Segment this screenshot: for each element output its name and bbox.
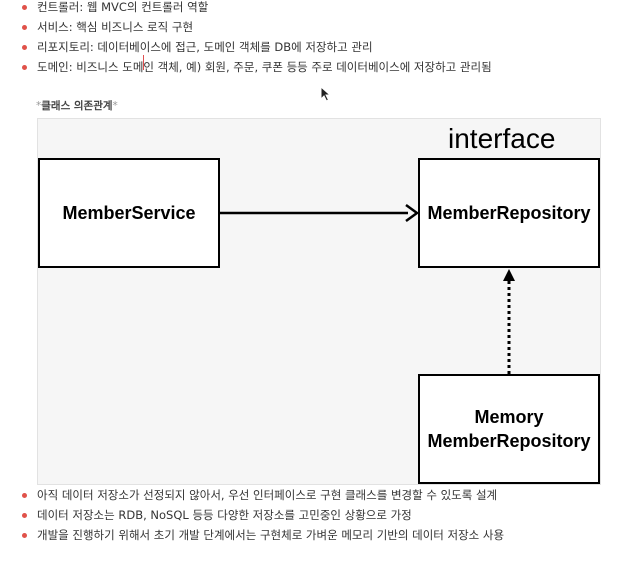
caption-prefix: * xyxy=(36,100,42,112)
bullet-text: 개발을 진행하기 위해서 초기 개발 단계에서는 구현체로 가벼운 메모리 기반… xyxy=(37,528,505,542)
memory-member-repository-box: Memory MemberRepository xyxy=(418,374,600,484)
member-repository-box: MemberRepository xyxy=(418,158,600,268)
bullet-dot-icon xyxy=(22,533,27,538)
bullet-dot-icon xyxy=(22,65,27,70)
mouse-pointer-icon xyxy=(320,86,332,102)
caption-suffix: * xyxy=(112,100,118,112)
bullet-text: 데이터 저장소는 RDB, NoSQL 등등 다양한 저장소를 고민중인 상황으… xyxy=(37,508,412,522)
interface-label: interface xyxy=(448,123,556,154)
class-dependency-diagram: interface MemberService MemberRepository… xyxy=(37,118,601,485)
bullet-dot-icon xyxy=(22,25,27,30)
bullet-dot-icon xyxy=(22,493,27,498)
diagram-caption: *클래스 의존관계* xyxy=(36,98,118,114)
bullet-dot-icon xyxy=(22,45,27,50)
bullet-dot-icon xyxy=(22,5,27,10)
bullet-text: 리포지토리: 데이터베이스에 접근, 도메인 객체를 DB에 저장하고 관리 xyxy=(37,40,373,54)
diagram-arrows xyxy=(220,203,515,374)
bullet-text: 도메인: 비즈니스 도메인 객체, 예) 회원, 주문, 쿠폰 등등 주로 데이… xyxy=(37,60,492,74)
text-caret xyxy=(143,55,144,70)
member-service-box: MemberService xyxy=(38,158,220,268)
bullet-text: 컨트롤러: 웹 MVC의 컨트롤러 역할 xyxy=(37,0,209,14)
caption-text: 클래스 의존관계 xyxy=(41,100,113,112)
dependency-arrowhead xyxy=(405,203,420,223)
bullet-dot-icon xyxy=(22,513,27,518)
bullet-text: 아직 데이터 저장소가 선정되지 않아서, 우선 인터페이스로 구현 클래스를 … xyxy=(37,488,498,502)
implementation-arrowhead xyxy=(503,269,515,281)
bullet-text: 서비스: 핵심 비즈니스 로직 구현 xyxy=(37,20,194,34)
